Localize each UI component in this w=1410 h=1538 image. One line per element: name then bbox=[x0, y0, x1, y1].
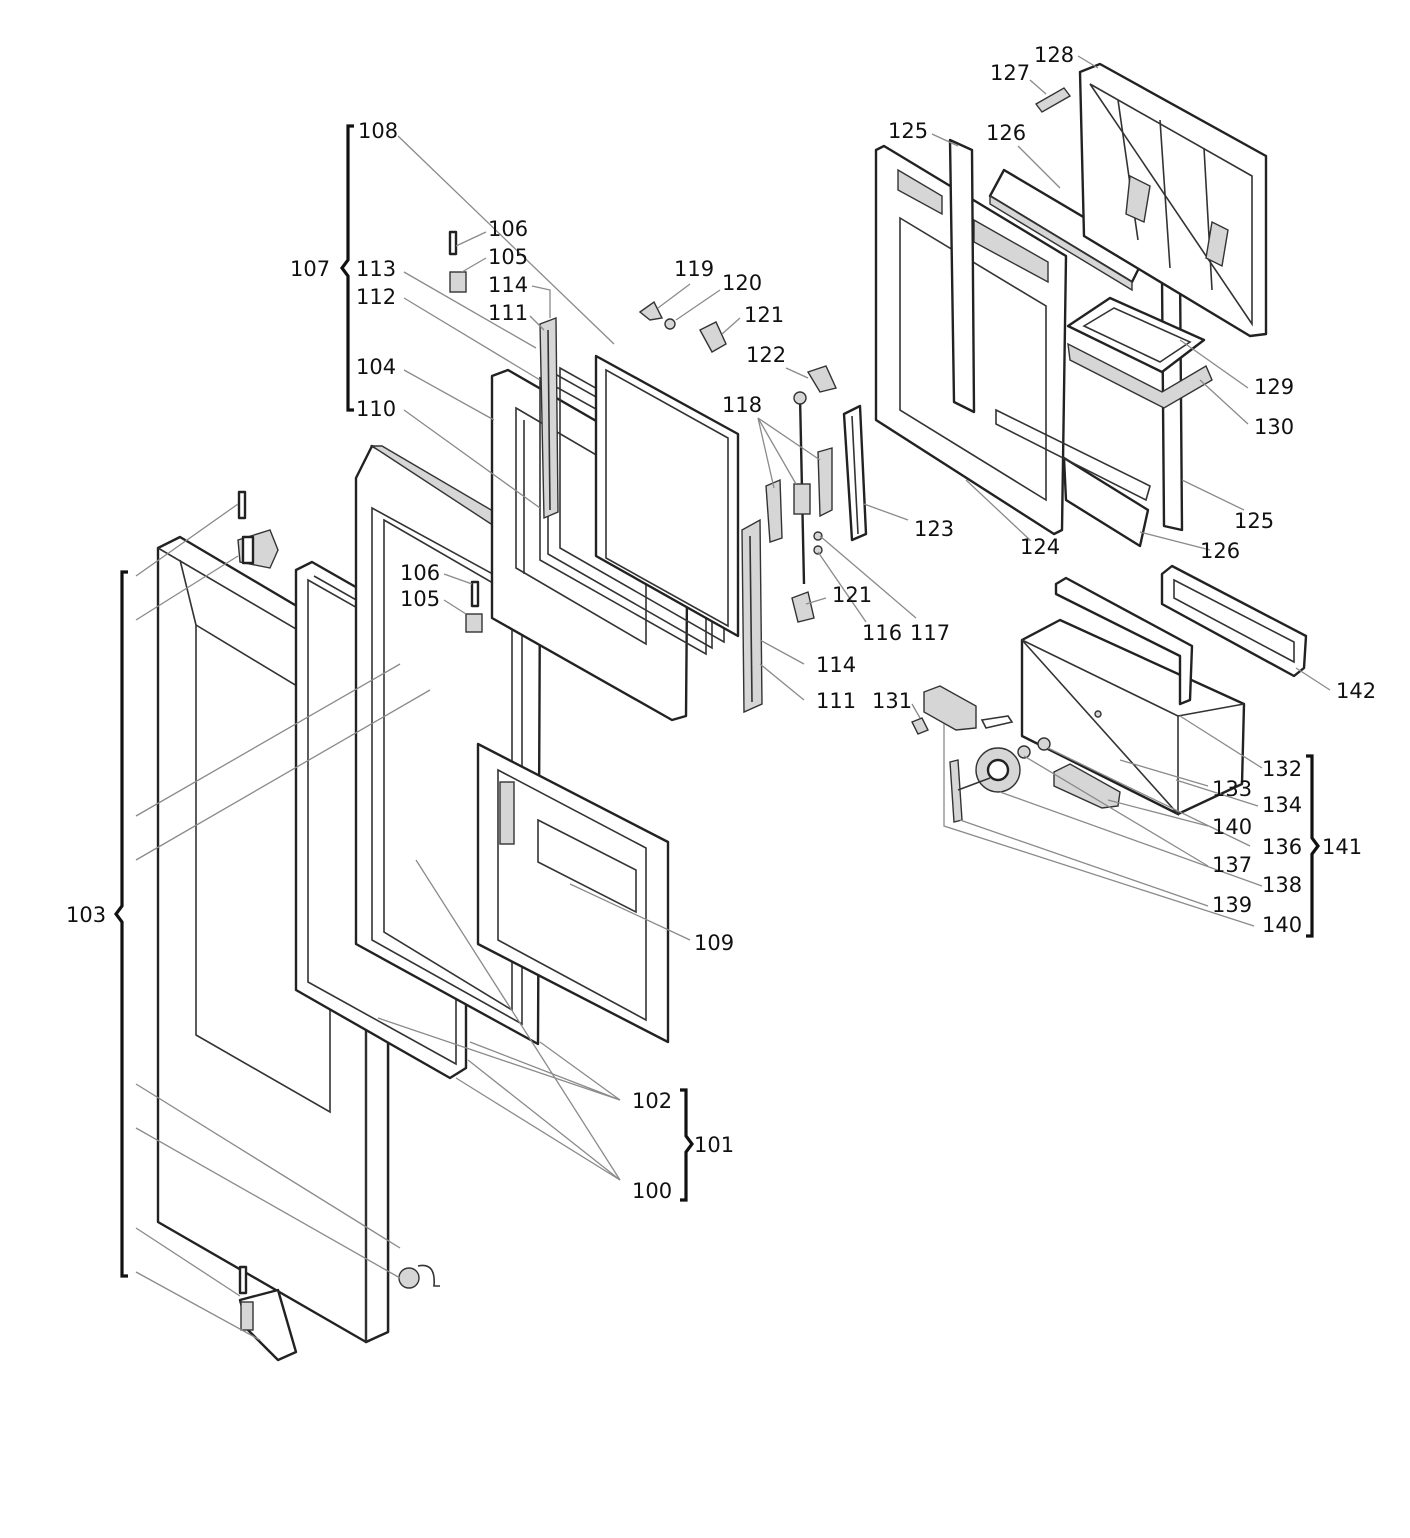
latch-rod-118 bbox=[765, 391, 833, 585]
callout-101: 101 bbox=[694, 1133, 734, 1157]
callout-123: 123 bbox=[914, 517, 954, 541]
tray-129 bbox=[1066, 296, 1206, 374]
callout-108: 108 bbox=[358, 119, 398, 143]
top-cover-128 bbox=[1078, 62, 1268, 338]
callout-113: 113 bbox=[356, 257, 396, 281]
drawer-box bbox=[1020, 618, 1246, 817]
callout-106b: 106 bbox=[400, 561, 440, 585]
callout-116: 116 bbox=[862, 621, 902, 645]
callout-141: 141 bbox=[1322, 835, 1362, 859]
callout-103: 103 bbox=[66, 903, 106, 927]
callout-105b: 105 bbox=[400, 587, 440, 611]
latch-pin-119 bbox=[638, 300, 664, 321]
callout-119: 119 bbox=[674, 257, 714, 281]
nut-105-lower bbox=[465, 613, 483, 633]
callout-102: 102 bbox=[632, 1089, 672, 1113]
callout-125b: 125 bbox=[1234, 509, 1274, 533]
bracket-101 bbox=[680, 1088, 694, 1202]
callout-109: 109 bbox=[694, 931, 734, 955]
tray-130 bbox=[1067, 342, 1213, 409]
callout-140b: 140 bbox=[1262, 913, 1302, 937]
channel-125-front bbox=[948, 138, 976, 414]
hinge-bushing-bottom bbox=[398, 1264, 440, 1289]
bracket-141 bbox=[1306, 754, 1320, 938]
callout-124: 124 bbox=[1020, 535, 1060, 559]
hinge-strip-123 bbox=[842, 404, 868, 542]
callout-111b: 111 bbox=[816, 689, 856, 713]
bottom-trim-126 bbox=[995, 408, 1151, 548]
leader-lines bbox=[135, 55, 1331, 1341]
gasket-108 bbox=[594, 354, 740, 638]
latch-block-121-lower bbox=[791, 591, 815, 623]
callout-118: 118 bbox=[722, 393, 762, 417]
callout-127: 127 bbox=[990, 61, 1030, 85]
lock-rail-bottom bbox=[741, 518, 763, 714]
callout-131: 131 bbox=[872, 689, 912, 713]
drawer-slide-bracket bbox=[1054, 576, 1194, 706]
handle-127 bbox=[1034, 87, 1072, 113]
callout-120: 120 bbox=[722, 271, 762, 295]
callout-128: 128 bbox=[1034, 43, 1074, 67]
callout-125a: 125 bbox=[888, 119, 928, 143]
callout-126b: 126 bbox=[1200, 539, 1240, 563]
callout-138: 138 bbox=[1262, 873, 1302, 897]
callout-114b: 114 bbox=[816, 653, 856, 677]
callout-100: 100 bbox=[632, 1179, 672, 1203]
callout-111a: 111 bbox=[488, 301, 528, 325]
callout-105a: 105 bbox=[488, 245, 528, 269]
callout-122: 122 bbox=[746, 343, 786, 367]
callout-140a: 140 bbox=[1212, 815, 1252, 839]
back-panel bbox=[476, 742, 670, 1044]
callout-labels: 100 101 102 103 104 105 105 106 106 107 … bbox=[66, 43, 1376, 1203]
callout-121a: 121 bbox=[744, 303, 784, 327]
callout-126a: 126 bbox=[986, 121, 1026, 145]
callout-132: 132 bbox=[1262, 757, 1302, 781]
callout-136: 136 bbox=[1262, 835, 1302, 859]
washer-120 bbox=[664, 318, 676, 330]
callout-134: 134 bbox=[1262, 793, 1302, 817]
lock-cam-138 bbox=[975, 747, 1021, 793]
callout-129: 129 bbox=[1254, 375, 1294, 399]
screws-116-117 bbox=[813, 531, 823, 555]
callout-142: 142 bbox=[1336, 679, 1376, 703]
lock-key-139 bbox=[949, 759, 991, 823]
drawer-gasket-142 bbox=[1160, 564, 1308, 678]
callout-137: 137 bbox=[1212, 853, 1252, 877]
callout-106a: 106 bbox=[488, 217, 528, 241]
callout-117: 117 bbox=[910, 621, 950, 645]
callout-121b: 121 bbox=[832, 583, 872, 607]
callout-107: 107 bbox=[290, 257, 330, 281]
callout-114a: 114 bbox=[488, 273, 528, 297]
callout-139: 139 bbox=[1212, 893, 1252, 917]
latch-block-122 bbox=[806, 365, 837, 393]
lock-plate-131 bbox=[911, 685, 1014, 735]
nut-105-upper bbox=[449, 271, 467, 293]
lock-washers-136-137 bbox=[1017, 737, 1051, 759]
lock-bolt-140 bbox=[1053, 763, 1121, 809]
callout-112: 112 bbox=[356, 285, 396, 309]
lock-rail-top bbox=[539, 316, 559, 520]
upper-hinge bbox=[237, 490, 279, 569]
bracket-107 bbox=[340, 124, 354, 412]
bracket-103 bbox=[114, 570, 128, 1278]
callout-110: 110 bbox=[356, 397, 396, 421]
callout-133: 133 bbox=[1212, 777, 1252, 801]
bolt-106-lower bbox=[470, 580, 480, 608]
latch-block-121-upper bbox=[699, 321, 727, 353]
callout-104: 104 bbox=[356, 355, 396, 379]
callout-130: 130 bbox=[1254, 415, 1294, 439]
bolt-106-upper bbox=[448, 230, 458, 256]
lower-hinge bbox=[238, 1265, 298, 1362]
